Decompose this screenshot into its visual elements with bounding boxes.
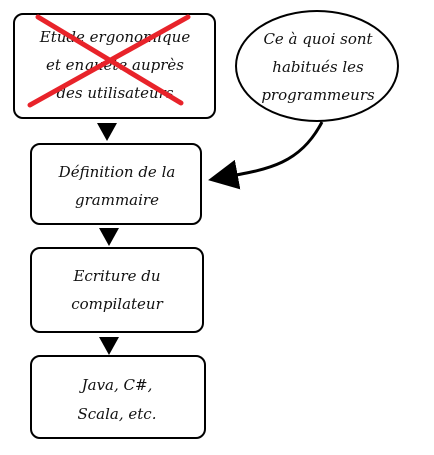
callout-line-1: Ce à quoi sont xyxy=(263,30,373,48)
box-definition-line-2: grammaire xyxy=(75,191,159,209)
box-etude: Etude ergonomique et enquête auprès des … xyxy=(13,13,216,119)
box-langages-line-1: Java, C#, xyxy=(79,376,153,394)
box-etude-line-3: des utilisateurs xyxy=(56,84,173,102)
callout-line-3: programmeurs xyxy=(261,86,375,104)
arrow-down-3 xyxy=(99,337,119,355)
red-cross-icon xyxy=(27,14,191,108)
box-langages: Java, C#, Scala, etc. xyxy=(30,355,206,439)
box-ecriture-line-1: Ecriture du xyxy=(72,267,160,285)
box-ecriture-line-2: compilateur xyxy=(71,295,163,313)
box-definition: Définition de la grammaire xyxy=(30,143,202,225)
box-definition-line-1: Définition de la xyxy=(58,163,176,181)
callout-programmeurs: Ce à quoi sont habitués les programmeurs xyxy=(235,10,399,122)
curved-arrow xyxy=(208,121,324,190)
box-ecriture: Ecriture du compilateur xyxy=(30,247,204,333)
arrow-down-2 xyxy=(99,228,119,246)
arrow-down-1 xyxy=(97,123,117,141)
box-langages-line-2: Scala, etc. xyxy=(78,405,157,423)
callout-line-2: habitués les xyxy=(272,58,364,76)
